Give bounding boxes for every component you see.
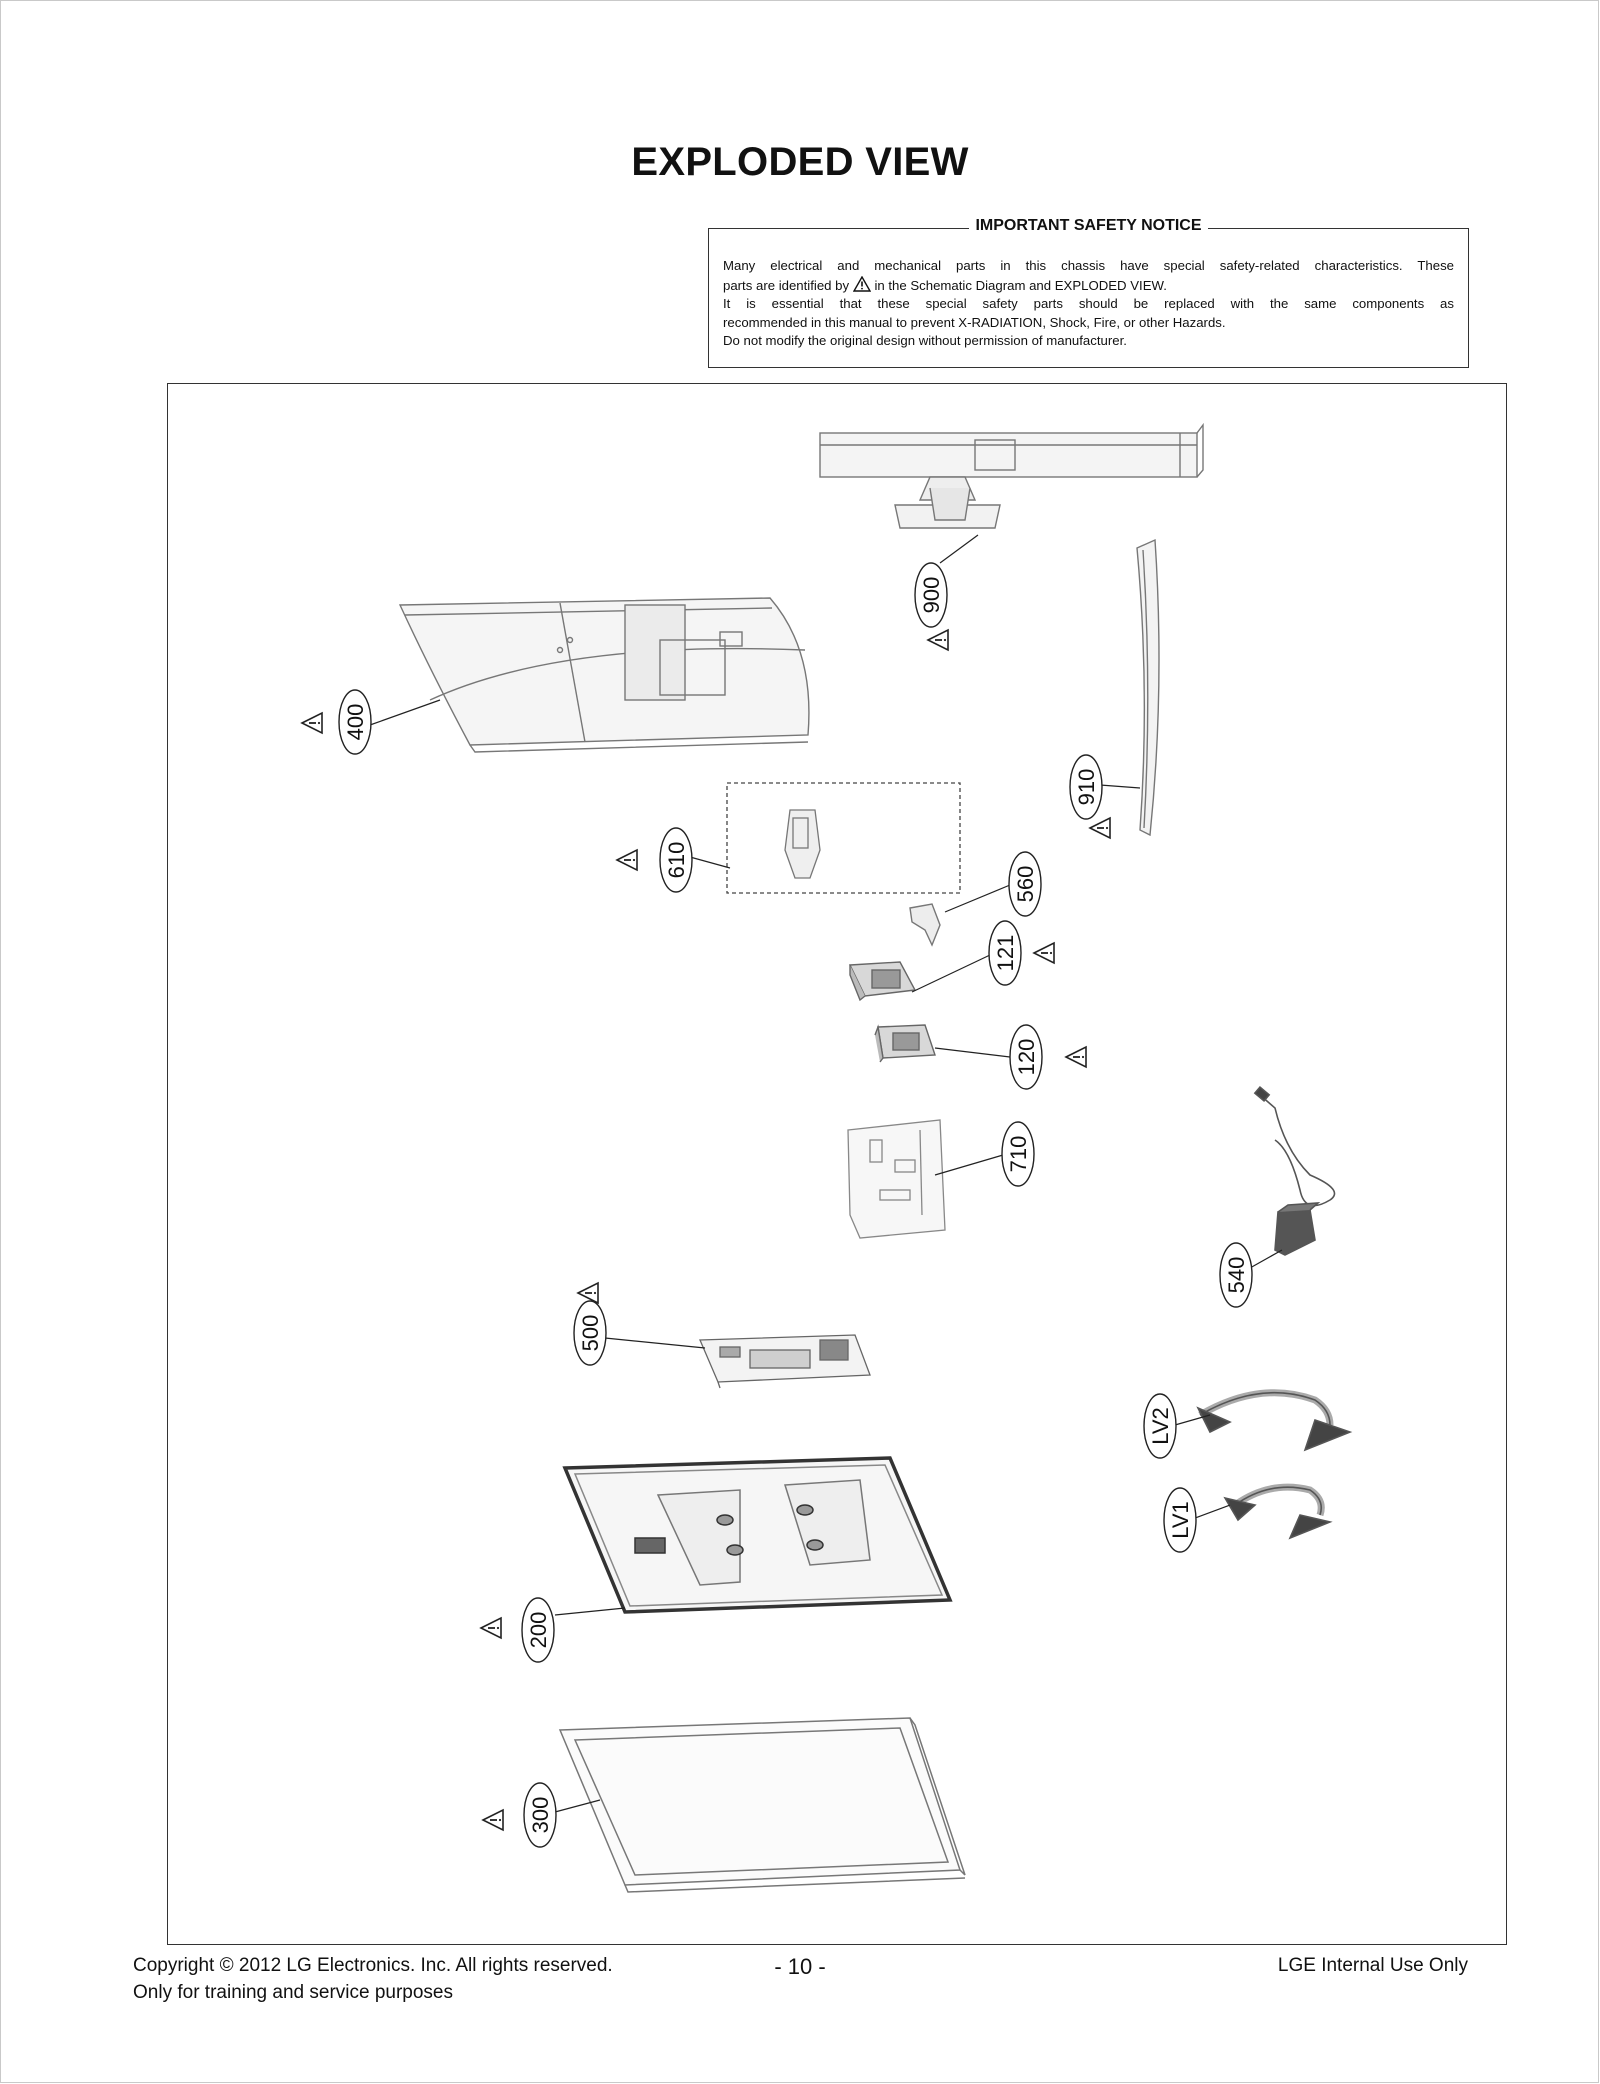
warning-triangle-icon xyxy=(852,275,871,292)
callout-900: 900 xyxy=(914,534,979,651)
callout-300: 300 xyxy=(482,1782,601,1848)
part-500-main-board xyxy=(699,1334,871,1389)
part-900-stand-head xyxy=(819,422,1204,529)
callout-710: 710 xyxy=(934,1121,1035,1187)
callout-560: 560 xyxy=(944,851,1042,917)
part-label-200: 200 xyxy=(526,1612,551,1649)
part-label-300: 300 xyxy=(528,1797,553,1834)
warning-triangle-icon xyxy=(577,1282,599,1304)
page-number: - 10 - xyxy=(774,1954,826,1979)
notice-line-1: Many electrical and mechanical parts in … xyxy=(723,258,1454,273)
part-540-power-adapter xyxy=(1253,1085,1336,1256)
part-label-lv2: LV2 xyxy=(1148,1407,1173,1445)
callout-610: 610 xyxy=(616,827,731,893)
warning-triangle-icon xyxy=(301,712,323,734)
part-lv2-cable xyxy=(1196,1389,1353,1452)
callout-200: 200 xyxy=(480,1597,626,1663)
part-200-panel-module xyxy=(562,1456,953,1614)
warning-triangle-icon xyxy=(1065,1046,1087,1068)
part-label-900: 900 xyxy=(919,577,944,614)
part-560-bracket xyxy=(909,903,941,947)
part-lv1-cable xyxy=(1223,1483,1333,1540)
footer-copyright: Copyright © 2012 LG Electronics. Inc. Al… xyxy=(133,1955,613,1976)
footer-purpose: Only for training and service purposes xyxy=(133,1982,453,2003)
part-label-120: 120 xyxy=(1014,1039,1039,1076)
part-label-910: 910 xyxy=(1074,769,1099,806)
warning-triangle-icon xyxy=(1033,942,1055,964)
callout-120: 120 xyxy=(934,1024,1087,1090)
callout-910: 910 xyxy=(1069,754,1141,839)
part-label-540: 540 xyxy=(1224,1257,1249,1294)
callout-400: 400 xyxy=(301,689,441,755)
part-label-lv1: LV1 xyxy=(1168,1501,1193,1539)
part-300-front-bezel xyxy=(558,1717,966,1893)
part-label-710: 710 xyxy=(1006,1136,1031,1173)
warning-triangle-icon xyxy=(482,1809,504,1831)
safety-notice-heading: IMPORTANT SAFETY NOTICE xyxy=(969,217,1208,234)
safety-notice-box: IMPORTANT SAFETY NOTICE Many electrical … xyxy=(708,217,1469,368)
part-710-board xyxy=(847,1119,946,1239)
part-label-121: 121 xyxy=(993,935,1018,972)
part-610-dashed-group xyxy=(726,782,961,894)
notice-line-4: recommended in this manual to prevent X-… xyxy=(723,314,1226,330)
part-400-back-cover xyxy=(398,597,810,753)
part-label-500: 500 xyxy=(578,1315,603,1352)
warning-triangle-icon xyxy=(1089,817,1111,839)
notice-line-2: parts are identified by in the Schematic… xyxy=(723,275,1167,293)
callout-lv1: LV1 xyxy=(1163,1487,1231,1553)
callout-540: 540 xyxy=(1219,1242,1283,1308)
warning-triangle-icon xyxy=(927,629,949,651)
notice-line-3: It is essential that these special safet… xyxy=(723,296,1454,312)
part-label-610: 610 xyxy=(664,842,689,879)
part-910-stand-base xyxy=(1136,538,1160,837)
callout-lv2: LV2 xyxy=(1143,1393,1211,1459)
callout-500: 500 xyxy=(573,1282,706,1366)
diagram-frame xyxy=(167,383,1507,1945)
part-label-400: 400 xyxy=(343,704,368,741)
footer-internal: LGE Internal Use Only xyxy=(1277,1955,1468,1976)
part-120-module xyxy=(874,1024,936,1063)
callout-121: 121 xyxy=(911,920,1055,993)
page-title: EXPLODED VIEW xyxy=(631,140,969,184)
safety-notice-text: Many electrical and mechanical parts in … xyxy=(723,257,1454,351)
notice-line-5: Do not modify the original design withou… xyxy=(723,333,1127,349)
warning-triangle-icon xyxy=(616,849,638,871)
part-label-560: 560 xyxy=(1013,866,1038,903)
part-121-module xyxy=(848,961,917,1002)
warning-triangle-icon xyxy=(480,1617,502,1639)
